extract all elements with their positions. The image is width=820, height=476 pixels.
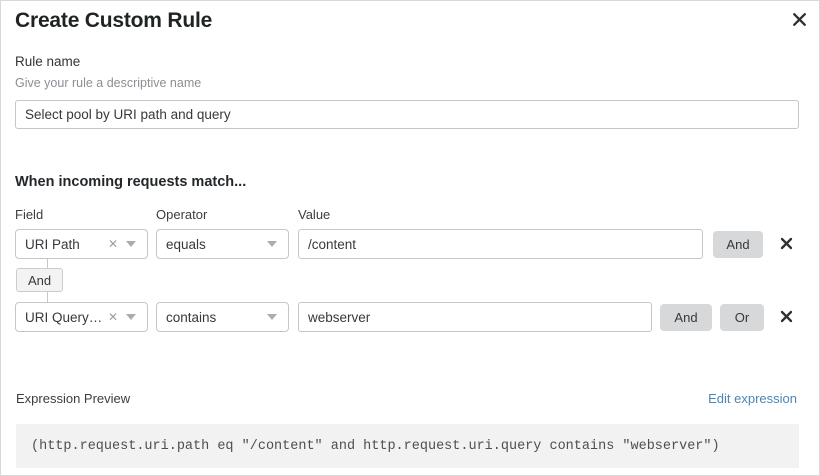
field-select-2-label: URI Query St...: [25, 309, 106, 325]
operator-select-2[interactable]: contains: [156, 302, 289, 332]
expression-preview-label: Expression Preview: [16, 391, 131, 406]
clear-x-icon[interactable]: ✕: [107, 237, 118, 251]
expression-preview-box: (http.request.uri.path eq "/content" and…: [16, 424, 799, 468]
close-icon[interactable]: [787, 7, 811, 31]
chevron-down-icon: [267, 241, 277, 247]
rule-name-input[interactable]: [15, 100, 799, 129]
delete-condition-button-2[interactable]: [775, 303, 797, 329]
column-header-operator: Operator: [156, 207, 208, 222]
edit-expression-link[interactable]: Edit expression: [708, 391, 797, 406]
operator-select-2-label: contains: [166, 309, 217, 325]
dialog-title: Create Custom Rule: [15, 9, 213, 32]
value-input-1[interactable]: [298, 229, 703, 259]
clear-x-icon[interactable]: ✕: [107, 310, 118, 324]
conditions-heading: When incoming requests match...: [15, 174, 247, 190]
chevron-down-icon: [267, 314, 277, 320]
delete-condition-button-1[interactable]: [775, 230, 797, 256]
operator-select-1[interactable]: equals: [156, 229, 289, 259]
logic-operator-chip[interactable]: And: [16, 268, 64, 292]
add-or-condition-button-2[interactable]: Or: [720, 304, 764, 331]
add-and-condition-button-1[interactable]: And: [713, 231, 763, 258]
rule-name-hint: Give your rule a descriptive name: [15, 76, 202, 90]
operator-select-1-label: equals: [166, 236, 206, 252]
chevron-down-icon: [126, 241, 136, 247]
column-header-field: Field: [15, 207, 44, 222]
rule-name-label: Rule name: [15, 54, 81, 69]
field-select-1-label: URI Path: [25, 236, 80, 252]
field-select-2[interactable]: URI Query St... ✕: [15, 302, 148, 332]
value-input-2[interactable]: [298, 302, 652, 332]
expression-preview-text: (http.request.uri.path eq "/content" and…: [31, 438, 720, 454]
add-and-condition-button-2[interactable]: And: [660, 304, 712, 331]
field-select-1[interactable]: URI Path ✕: [15, 229, 148, 259]
chevron-down-icon: [126, 314, 136, 320]
column-header-value: Value: [298, 207, 331, 222]
